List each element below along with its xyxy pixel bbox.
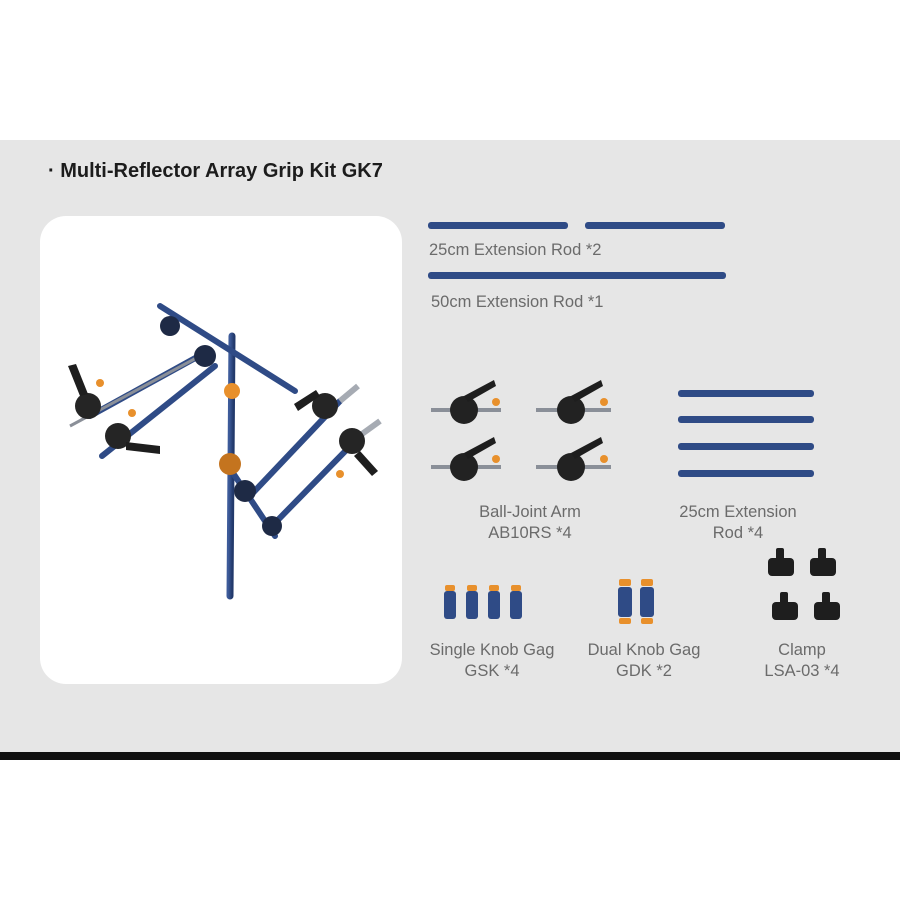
label-single-knob-gag: Single Knob Gag GSK *4 (414, 640, 570, 682)
rod-25cm-a (428, 222, 568, 229)
label-dual-knob-gag: Dual Knob Gag GDK *2 (570, 640, 718, 682)
assembled-rig-card (40, 216, 402, 684)
rod-25cm-quad-image (678, 390, 814, 477)
label-dual-knob-gag-model: GDK *2 (616, 662, 672, 680)
bottom-divider (0, 752, 900, 760)
rod-25cm-b (585, 222, 725, 229)
label-25cm-extension-rod-4-line1: 25cm Extension (679, 503, 797, 521)
label-clamp-name: Clamp (778, 641, 826, 659)
label-25cm-extension-rod-2: 25cm Extension Rod *2 (429, 241, 602, 259)
label-ball-joint-arm: Ball-Joint Arm AB10RS *4 (450, 502, 610, 544)
assembled-rig-illustration (68, 303, 382, 600)
label-single-knob-gag-name: Single Knob Gag (429, 641, 555, 659)
label-25cm-extension-rod-4-line2: Rod *4 (712, 524, 764, 542)
single-knob-gag-image (444, 585, 522, 619)
page-title: · Multi-Reflector Array Grip Kit GK7 (48, 160, 383, 182)
dual-knob-gag-image (618, 579, 654, 624)
clamp-image (768, 548, 840, 620)
label-single-knob-gag-model: GSK *4 (464, 662, 520, 680)
rod-50cm-image (428, 272, 726, 279)
label-clamp-model: LSA-03 *4 (764, 662, 840, 680)
label-dual-knob-gag-name: Dual Knob Gag (587, 641, 701, 659)
rod-25cm-pair-image (428, 222, 725, 229)
label-25cm-extension-rod-4: 25cm Extension Rod *4 (658, 502, 818, 544)
label-ball-joint-arm-name: Ball-Joint Arm (479, 503, 581, 521)
label-50cm-extension-rod-1: 50cm Extension Rod *1 (431, 293, 604, 311)
ball-joint-arms-image (431, 380, 611, 481)
label-clamp: Clamp LSA-03 *4 (732, 640, 872, 682)
label-ball-joint-arm-model: AB10RS *4 (488, 524, 572, 542)
